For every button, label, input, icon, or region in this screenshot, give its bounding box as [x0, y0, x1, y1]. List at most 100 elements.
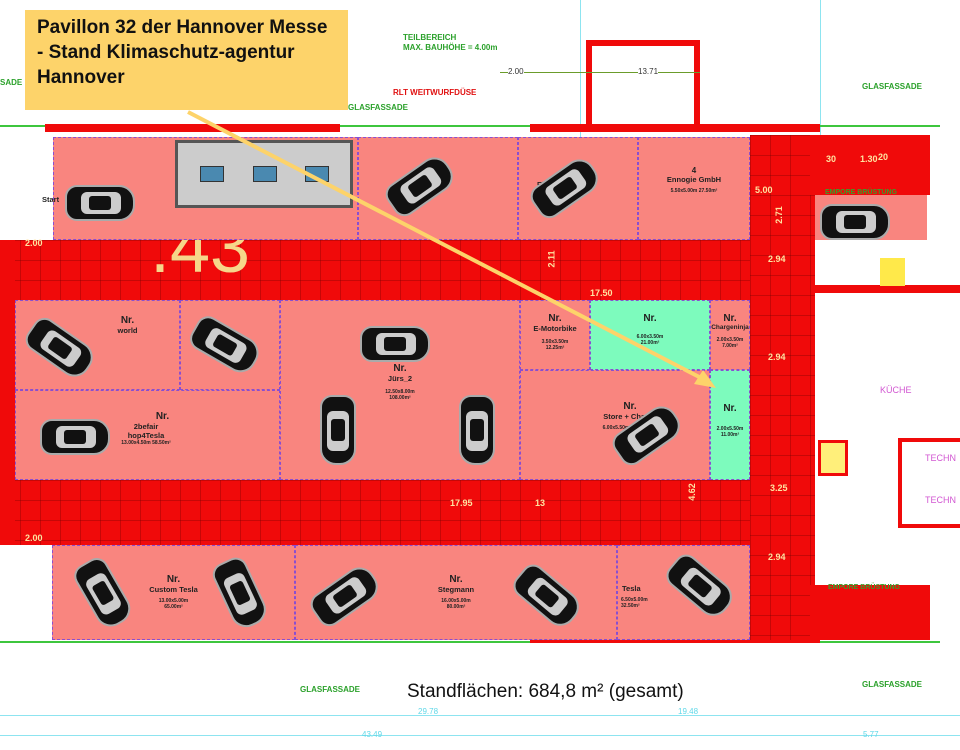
car-icon — [459, 395, 495, 465]
booth-size: 2.00x3.50m 7.00m² — [716, 337, 744, 349]
technical-box — [175, 140, 353, 208]
callout-box: Pavillon 32 der Hannover Messe - Stand K… — [25, 10, 348, 110]
window-icon — [305, 166, 329, 182]
booth-size: 3.50x3.50m 12.25m² — [541, 339, 569, 351]
bauhoehe-label: MAX. BAUHÖHE = 4.00m — [403, 43, 498, 52]
booth-name: Tesla — [622, 584, 641, 593]
dimension-line — [0, 735, 960, 736]
booth-number: Nr. — [449, 574, 463, 585]
dim-5-77: 5.77 — [863, 730, 879, 739]
total-area-label: Standflächen: 684,8 m² (gesamt) — [407, 681, 684, 702]
aisle-right — [750, 135, 815, 640]
dim-2-71: 2.71 — [773, 206, 784, 224]
booth-chargeninja[interactable]: Nr. Chargeninja 2.00x3.50m 7.00m² — [710, 300, 750, 370]
booth-name: Store + Charge — [603, 412, 657, 421]
dim: 2.00 — [25, 238, 43, 248]
dim: 3.25 — [770, 483, 788, 493]
booth-name: E-Motorbike — [533, 324, 577, 333]
dimension-line — [580, 0, 581, 140]
kueche-label: KÜCHE — [880, 385, 912, 395]
wall — [815, 285, 960, 293]
booth-green-2[interactable]: Nr. 2.00x5.50m 11.00m² — [710, 370, 750, 480]
right-upper-area — [810, 135, 930, 195]
dimension-line — [820, 0, 821, 140]
dim-2-00: 2.00 — [508, 67, 524, 76]
elevator-icon — [818, 440, 848, 476]
booth-number: Nr. — [723, 403, 737, 414]
glasfassade-label: GLASFASSADE — [348, 103, 409, 112]
aisle-bottom — [0, 480, 815, 545]
rlt-label: RLT WEITWURFDÜSE — [393, 88, 477, 97]
glasfassade-label: GLASFASSADE — [862, 82, 923, 91]
booth-size: 5.50x5.00m 27.50m² — [670, 188, 718, 194]
dim: 17.50 — [590, 288, 613, 298]
wall-segment — [45, 124, 340, 132]
booth-name: Jürs_2 — [387, 374, 413, 383]
wall-segment — [530, 124, 820, 132]
dimension-line — [500, 72, 700, 73]
booth-number: Nr. — [723, 313, 737, 324]
booth-number: Nr. — [166, 574, 181, 585]
car-icon — [40, 419, 110, 455]
dim: 17.95 — [450, 498, 473, 508]
booth-size: 6.00x3.50m 21.00m² — [636, 334, 664, 346]
booth-number: Nr. — [120, 315, 135, 326]
dim-2-11: 2.11 — [546, 250, 557, 268]
booth-ennogie[interactable]: 4 Ennogie GmbH 5.50x5.00m 27.50m² — [638, 137, 750, 240]
booth-name: 2befair hop4Tesla — [127, 422, 165, 440]
booth-name: Stegmann — [437, 585, 475, 594]
dim: 30 — [826, 154, 837, 164]
booth-store-charge[interactable]: Nr. Store + Charge 6.00x5.50m — [520, 370, 710, 480]
aisle-left — [0, 240, 15, 545]
glasfassade-label: SADE — [0, 78, 23, 87]
booth-number: Nr. — [393, 363, 407, 374]
aisle-top — [0, 240, 815, 300]
booth-number: 4 — [691, 166, 697, 175]
car-icon — [360, 326, 430, 362]
dim: 2.94 — [768, 552, 786, 562]
booth-size: 2.00x5.50m 11.00m² — [716, 426, 744, 438]
glass-facade — [0, 641, 940, 643]
technik-room — [898, 438, 960, 528]
booth-name: Ennogie GmbH — [666, 175, 722, 184]
booth-name: Start — [42, 195, 60, 204]
car-icon — [320, 395, 356, 465]
dim: 20 — [878, 152, 889, 162]
car-icon — [65, 185, 135, 221]
dim-4-62: 4.62 — [686, 483, 697, 501]
dim-43-49: 43.49 — [362, 730, 383, 739]
dim-29-78: 29.78 — [418, 707, 439, 716]
booth-size: 16.00x5.00m 80.00m² — [441, 598, 471, 610]
dim: 5.00 — [755, 185, 773, 195]
window-icon — [200, 166, 224, 182]
car-icon — [820, 204, 890, 240]
booth-emotorbike[interactable]: Nr. E-Motorbike 3.50x3.50m 12.25m² — [520, 300, 590, 370]
dimension-line — [0, 715, 960, 716]
stair-enclosure — [586, 40, 700, 132]
booth-size: 13.00x5.00m 65.00m² — [158, 598, 189, 610]
booth-name: Custom Tesla — [149, 585, 198, 594]
window-icon — [253, 166, 277, 182]
dim-13-71: 13.71 — [638, 67, 659, 76]
dim: 13 — [535, 498, 546, 508]
teilbereich-label: TEILBEREICH — [403, 33, 457, 42]
booth-name: world — [117, 326, 138, 335]
technik-label: TECHN — [925, 495, 956, 505]
technik-label: TECHN — [925, 453, 956, 463]
booth-name: Chargeninja — [711, 324, 749, 331]
dim-19-48: 19.48 — [678, 707, 699, 716]
booth-size: 6.50x5.00m 32.50m² — [621, 597, 648, 609]
booth-number: Nr. — [155, 411, 170, 422]
booth-number: Nr. — [548, 313, 562, 324]
booth-size: 6.00x5.50m — [602, 425, 630, 431]
booth-green-1[interactable]: Nr. 6.00x3.50m 21.00m² — [590, 300, 710, 370]
booth-size: 12.50x8.00m 108.00m² — [385, 389, 415, 401]
right-lower-area — [810, 585, 930, 640]
glasfassade-label: GLASFASSADE — [300, 685, 361, 694]
dim: 1.30 — [860, 154, 878, 164]
empore-label: EMPORE BRÜSTUNG — [828, 584, 900, 591]
glasfassade-label: GLASFASSADE — [862, 680, 923, 689]
dim: 2.94 — [768, 254, 786, 264]
dim: 2.94 — [768, 352, 786, 362]
booth-number: Nr. — [623, 401, 637, 412]
